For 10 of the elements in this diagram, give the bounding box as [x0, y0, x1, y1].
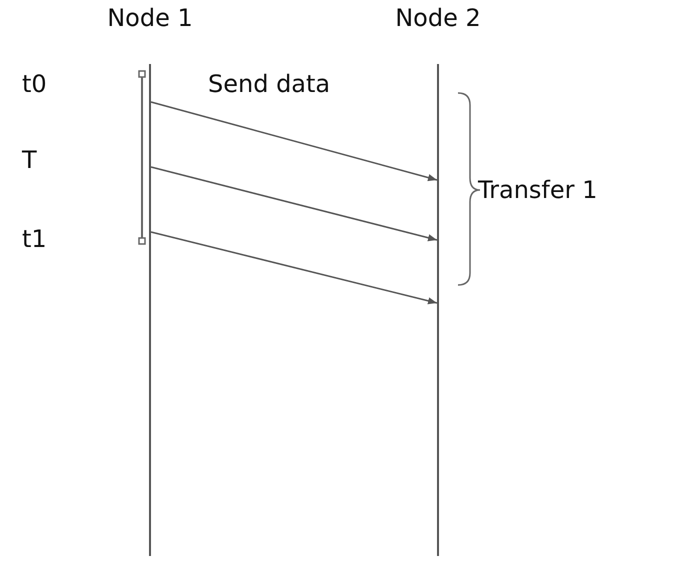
arrow — [150, 101, 438, 182]
bracket-label: Transfer 1 — [478, 176, 598, 204]
time-label: T — [22, 146, 37, 174]
message-label: Send data — [208, 70, 330, 98]
arrow — [150, 166, 438, 242]
time-label: t0 — [22, 70, 47, 98]
time-label: t1 — [22, 225, 47, 253]
participant-label: Node 2 — [394, 4, 482, 32]
participant-label: Node 1 — [106, 4, 194, 32]
arrow — [150, 231, 438, 304]
